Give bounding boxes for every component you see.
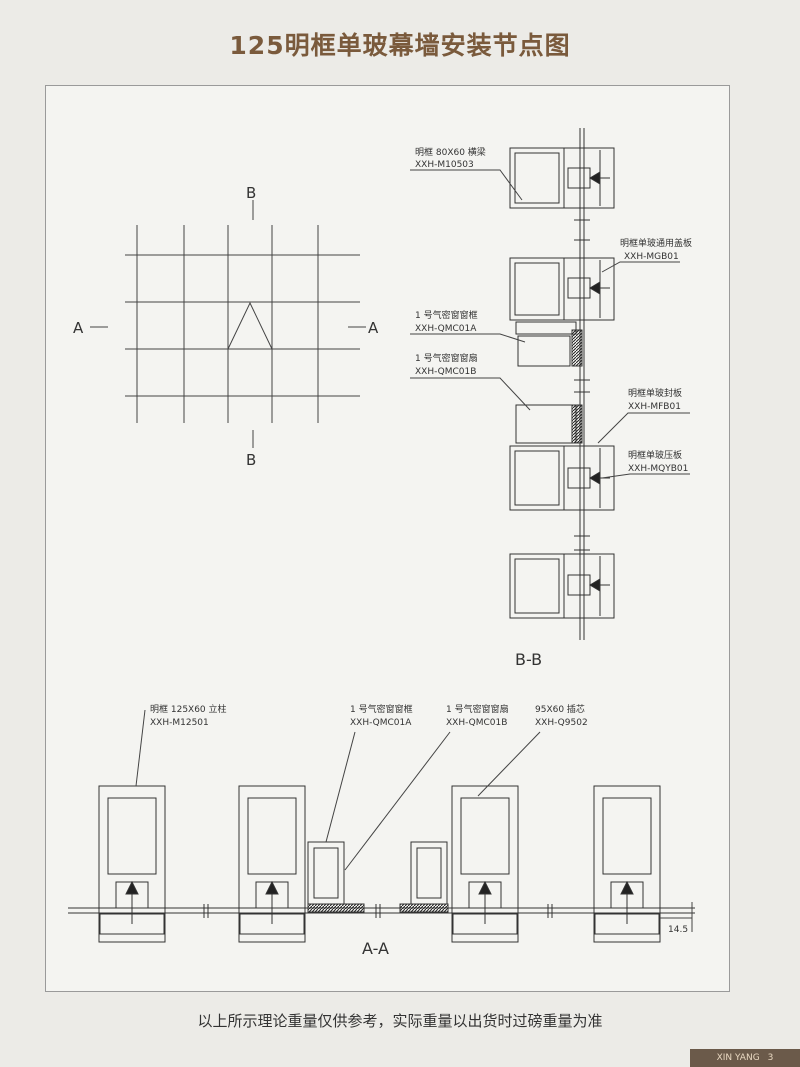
bb-callout-sash-name: 1 号气密窗窗扇 [415, 352, 478, 364]
aa-callout-frame-code: XXH-QMC01A [350, 718, 412, 728]
bb-callout-transom-name: 明框 80X60 横梁 [415, 146, 486, 158]
page-number: 3 [767, 1053, 774, 1063]
aa-callout-mullion-code: XXH-M12501 [150, 718, 209, 728]
grid-label-a-left: A [73, 319, 84, 337]
bb-callout-cover-code: XXH-MGB01 [624, 252, 679, 262]
aa-callout-sash-name: 1 号气密窗窗扇 [446, 703, 509, 715]
bb-callout-transom-code: XXH-M10503 [415, 160, 474, 170]
bb-callout-cover-name: 明框单玻通用盖板 [620, 237, 692, 249]
bb-callout-seal-name: 明框单玻封板 [628, 387, 682, 399]
aa-callout-mullion-name: 明框 125X60 立柱 [150, 703, 227, 715]
elevation-grid [90, 200, 366, 448]
weight-disclaimer: 以上所示理论重量仅供参考，实际重量以出货时过磅重量为准 [197, 1012, 603, 1030]
page-title: 125明框单玻幕墙安装节点图 [229, 31, 571, 60]
bb-callout-seal-code: XXH-MFB01 [628, 402, 681, 412]
aa-callout-core-code: XXH-Q9502 [535, 718, 588, 728]
brand-name: XIN YANG [716, 1053, 760, 1063]
bb-callout-sash-code: XXH-QMC01B [415, 367, 476, 377]
aa-section-label: A-A [362, 939, 389, 958]
bb-section-label: B-B [515, 650, 542, 669]
aa-callout-sash-code: XXH-QMC01B [446, 718, 507, 728]
bb-callout-frame-name: 1 号气密窗窗框 [415, 309, 478, 321]
grid-label-b-bottom: B [246, 451, 256, 469]
grid-label-b-top: B [246, 184, 256, 202]
bb-callout-plate-code: XXH-MQYB01 [628, 464, 688, 474]
aa-dimension-label: 14.5 [668, 925, 688, 935]
brand-tab: XIN YANG 3 [690, 1049, 800, 1067]
bb-section [410, 128, 690, 640]
aa-callout-frame-name: 1 号气密窗窗框 [350, 703, 413, 715]
grid-label-a-right: A [368, 319, 379, 337]
aa-callout-core-name: 95X60 插芯 [535, 703, 585, 715]
bb-callout-plate-name: 明框单玻压板 [628, 449, 682, 461]
aa-section [68, 709, 695, 943]
drawing-frame [45, 85, 730, 992]
bb-callout-frame-code: XXH-QMC01A [415, 324, 477, 334]
